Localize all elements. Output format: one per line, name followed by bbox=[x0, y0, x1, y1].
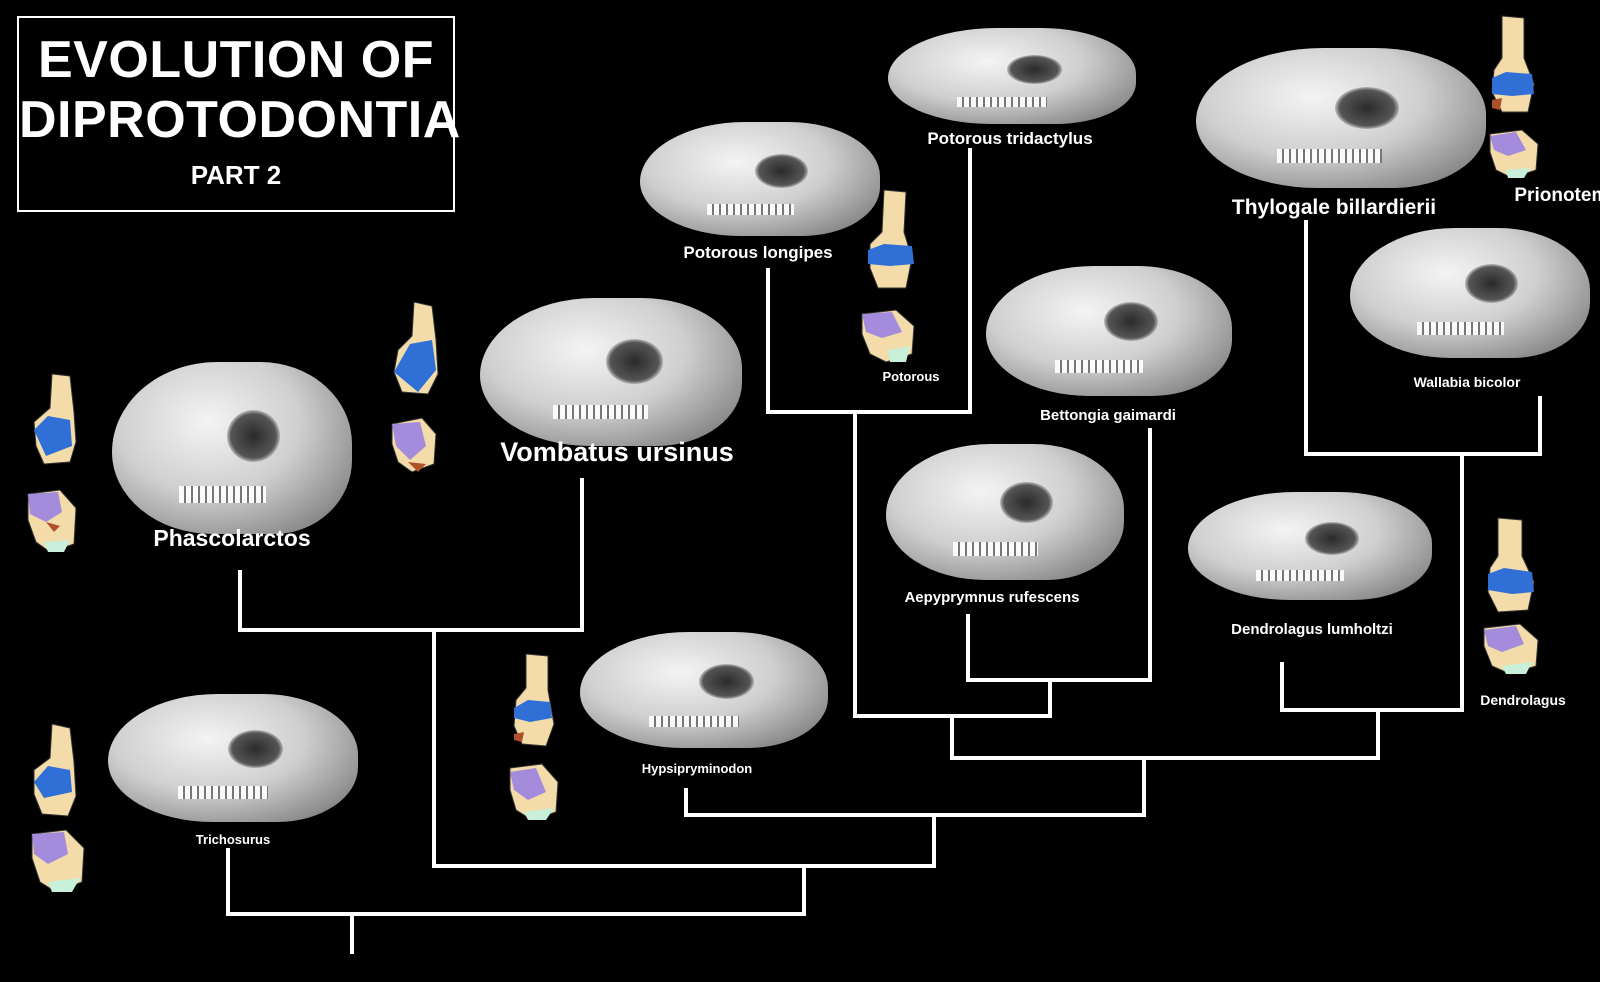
bone-lower-phascolarctos bbox=[27, 489, 77, 553]
label-potorous: Potorous bbox=[882, 369, 940, 384]
branch-macropodiformes bbox=[684, 756, 1146, 817]
skull-wallabia bbox=[1350, 228, 1590, 358]
title-box: EVOLUTION OF DIPROTODONTIA PART 2 bbox=[17, 16, 461, 212]
bone-upper-hypsiprymnodon bbox=[513, 653, 555, 747]
branch-vombatiformes-macropodiformes bbox=[432, 628, 936, 868]
title-subtitle: PART 2 bbox=[190, 160, 282, 190]
bone-lower-potorous bbox=[861, 309, 915, 363]
label-hypsiprymnodon: Hypsipryminodon bbox=[641, 761, 753, 776]
bone-lower-vombatus bbox=[391, 417, 437, 473]
skull-trichosurus bbox=[108, 694, 358, 822]
bone-upper-prionotemi bbox=[1491, 15, 1535, 113]
skull-hypsiprymnodon bbox=[580, 632, 828, 748]
label-potorous-tridactylus: Potorous tridactylus bbox=[927, 129, 1093, 148]
label-potorous-longipes: Potorous longipes bbox=[683, 243, 833, 262]
branch-macropodines bbox=[1280, 452, 1464, 712]
bone-upper-dendrolagus bbox=[1487, 517, 1535, 613]
bone-lower-trichosurus bbox=[31, 829, 85, 893]
label-thylogale: Thylogale billardierii bbox=[1231, 196, 1437, 219]
skull-bettongia bbox=[986, 266, 1232, 396]
branch-phascolarctos-vombatus bbox=[238, 478, 584, 632]
skull-aepyprymnus bbox=[886, 444, 1124, 580]
branch-potorous bbox=[766, 148, 972, 414]
skull-phascolarctos bbox=[112, 362, 352, 534]
bone-upper-trichosurus bbox=[33, 723, 77, 817]
skull-vombatus bbox=[480, 298, 742, 446]
skull-thylogale bbox=[1196, 48, 1486, 188]
branch-root bbox=[226, 848, 806, 916]
title-line-1: EVOLUTION OF bbox=[38, 31, 434, 89]
skull-potorous-tridactylus bbox=[888, 28, 1136, 124]
bone-upper-potorous bbox=[868, 189, 914, 289]
skull-potorous-longipes bbox=[640, 122, 880, 236]
label-wallabia: Wallabia bicolor bbox=[1413, 374, 1521, 390]
bone-lower-prionotemi bbox=[1489, 129, 1539, 179]
bone-lower-hypsiprymnodon bbox=[509, 763, 559, 821]
label-aepyprymnus: Aepyprymnus rufescens bbox=[904, 589, 1080, 606]
label-phascolarctos: Phascolarctos bbox=[153, 525, 311, 551]
bone-upper-vombatus bbox=[393, 301, 439, 395]
label-dendrolagus-lumholtzi: Dendrolagus lumholtzi bbox=[1231, 621, 1393, 638]
bone-upper-phascolarctos bbox=[33, 373, 77, 465]
branch-wallabies bbox=[1304, 220, 1542, 456]
label-trichosurus: Trichosurus bbox=[195, 832, 271, 847]
branch-macropodidae bbox=[950, 708, 1380, 760]
label-vombatus: Vombatus ursinus bbox=[500, 437, 734, 467]
skull-dendrolagus bbox=[1188, 492, 1432, 600]
label-bettongia: Bettongia gaimardi bbox=[1040, 407, 1176, 424]
title-line-2: DIPROTODONTIA bbox=[19, 91, 461, 149]
branch-bettongia-aepyprymnus bbox=[966, 428, 1152, 682]
label-prionotemi: Prionotemi bbox=[1514, 185, 1600, 206]
label-dendrolagus: Dendrolagus bbox=[1480, 692, 1566, 708]
bone-lower-dendrolagus bbox=[1483, 623, 1539, 675]
